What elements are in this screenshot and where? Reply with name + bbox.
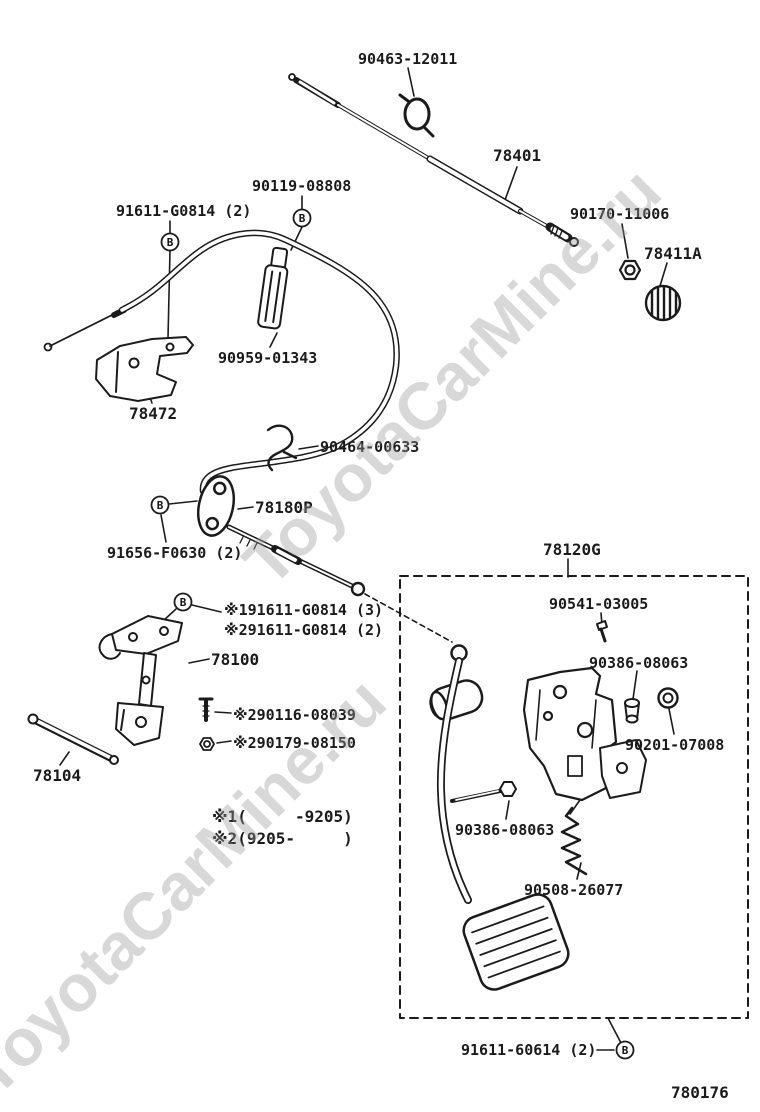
- label-90959-01343: 90959-01343: [218, 349, 318, 367]
- clip-90464: [266, 424, 298, 472]
- pedal-assembly-78120g: [429, 620, 679, 991]
- label-78104: 78104: [33, 766, 82, 785]
- pedal-link-78100: [98, 615, 183, 746]
- bolt-marker-b-5: B: [615, 1040, 635, 1060]
- svg-text:B: B: [157, 499, 164, 512]
- rod-78104: [27, 713, 119, 765]
- small-nut-icon-90179: [199, 737, 215, 751]
- bolt-marker-b-1: B: [160, 232, 180, 252]
- label-note-2: ※2(9205- ): [212, 829, 353, 848]
- label-91656-f0630: 91656-F0630 (2): [107, 544, 243, 562]
- label-78411a: 78411A: [644, 244, 702, 263]
- label-90464-00633: 90464-00633: [320, 438, 420, 456]
- bolt-90386-upper: [624, 698, 640, 724]
- bracket-78472: [95, 336, 194, 402]
- label-78180p: 78180P: [255, 498, 313, 517]
- label-90386-08063-lower: 90386-08063: [455, 821, 555, 839]
- label-90116-08039: ※290116-08039: [233, 706, 356, 724]
- label-note-91611-2: ※291611-G0814 (2): [224, 621, 384, 639]
- label-78472: 78472: [129, 404, 178, 423]
- label-78100: 78100: [211, 650, 260, 669]
- page-number: 780176: [671, 1083, 729, 1102]
- damper-90959: [257, 246, 289, 330]
- label-78401: 78401: [493, 146, 542, 165]
- label-note-91611-1: ※191611-G0814 (3): [224, 601, 384, 619]
- label-90541-03005: 90541-03005: [549, 595, 649, 613]
- link-78180p: [196, 475, 366, 597]
- throttle-cable-78401: [288, 73, 579, 247]
- accelerator-cable: [43, 229, 400, 495]
- svg-text:B: B: [167, 236, 174, 249]
- svg-text:B: B: [299, 212, 306, 225]
- bolt-90386-lower: [450, 781, 517, 803]
- small-bolt-icon-90116: [198, 697, 214, 722]
- nut-90170: [618, 259, 642, 281]
- bolt-marker-b-4: B: [173, 592, 193, 612]
- label-78120g: 78120G: [543, 540, 601, 559]
- pedal-assembly-box: [399, 575, 749, 1019]
- label-90170-11006: 90170-11006: [570, 205, 670, 223]
- cap-78411a: [644, 284, 682, 322]
- bolt-marker-b-3: B: [150, 495, 170, 515]
- svg-text:B: B: [622, 1044, 629, 1057]
- label-90386-08063-upper: 90386-08063: [589, 654, 689, 672]
- screw-90541: [596, 620, 608, 643]
- spring-90508: [560, 806, 588, 876]
- label-90179-08150: ※290179-08150: [233, 734, 356, 752]
- label-90463-12011: 90463-12011: [358, 50, 458, 68]
- leader-lines: [59, 67, 675, 1051]
- label-91611-g0814-top: 91611-G0814 (2): [116, 202, 252, 220]
- grommet-90201: [657, 687, 679, 709]
- label-90119-08808: 90119-08808: [252, 177, 352, 195]
- label-90201-07008: 90201-07008: [625, 736, 725, 754]
- label-note-1: ※1( -9205): [212, 807, 353, 826]
- cable-clamp-90463: [398, 93, 435, 138]
- label-90508-26077: 90508-26077: [524, 881, 624, 899]
- label-91611-60614: 91611-60614 (2): [461, 1041, 597, 1059]
- svg-text:B: B: [180, 596, 187, 609]
- bolt-marker-b-2: B: [292, 208, 312, 228]
